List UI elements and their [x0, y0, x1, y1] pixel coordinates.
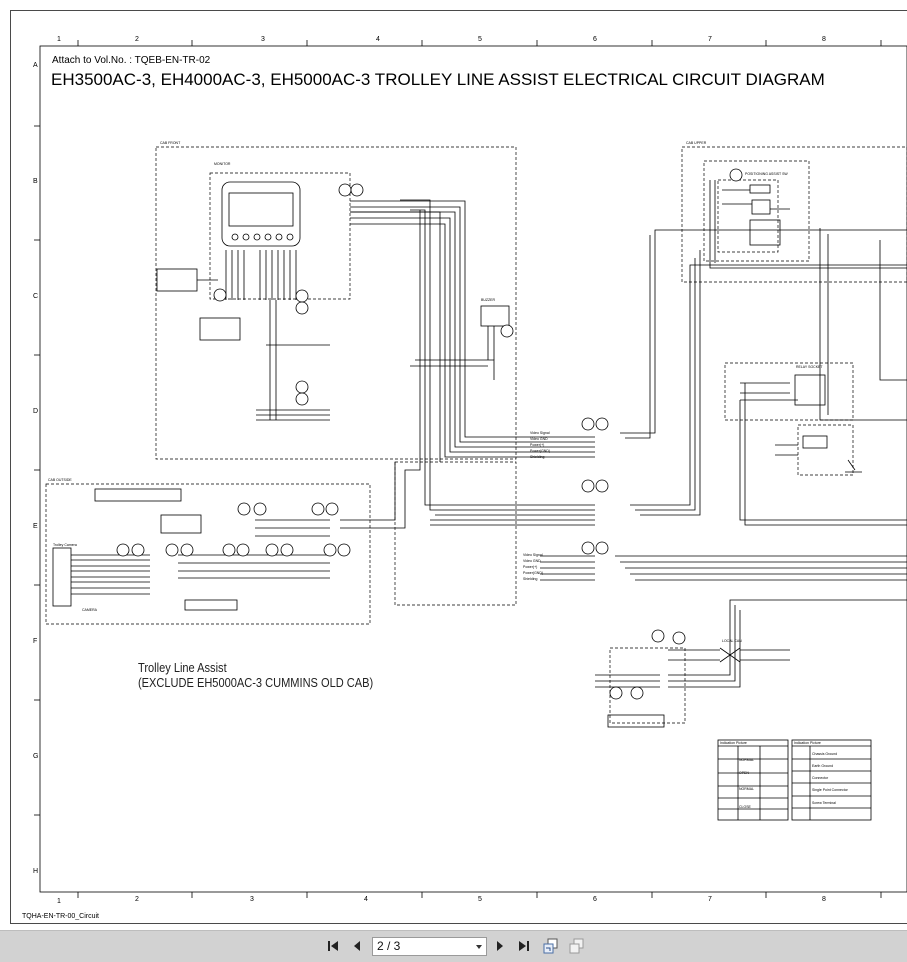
- svg-text:Trolley Camera: Trolley Camera: [53, 543, 77, 547]
- last-page-button[interactable]: [515, 937, 533, 955]
- grid-col-5: 5: [478, 36, 482, 43]
- svg-text:Shielding: Shielding: [530, 455, 544, 459]
- svg-text:Connector: Connector: [812, 776, 829, 780]
- next-page-icon: [497, 941, 503, 951]
- svg-text:Shielding: Shielding: [523, 577, 537, 581]
- svg-text:MONITOR: MONITOR: [214, 162, 231, 166]
- fit-page-button[interactable]: [542, 937, 560, 955]
- svg-text:Power(GND): Power(GND): [530, 449, 550, 453]
- grid-col-3: 3: [261, 36, 265, 43]
- volume-reference: Attach to Vol.No. : TQEB-EN-TR-02: [52, 55, 211, 66]
- svg-text:Video Signal: Video Signal: [530, 431, 550, 435]
- svg-text:CAB FRONT: CAB FRONT: [160, 141, 181, 145]
- grid-col-2: 2: [135, 36, 139, 43]
- fit-page-icon: [543, 938, 558, 954]
- grid-row-e: E: [33, 523, 38, 530]
- grid-col-6: 6: [593, 36, 597, 43]
- svg-text:Power(+): Power(+): [523, 565, 537, 569]
- grid-col-4-bottom: 4: [364, 896, 368, 903]
- grid-col-2-bottom: 2: [135, 896, 139, 903]
- svg-text:CAMERA: CAMERA: [82, 608, 98, 612]
- previous-page-icon: [354, 941, 360, 951]
- grid-col-8: 8: [822, 36, 826, 43]
- grid-col-3-bottom: 3: [250, 896, 254, 903]
- grid-row-a: A: [33, 62, 38, 69]
- grid-col-1-bottom: 1: [57, 898, 61, 905]
- svg-text:Single Point Connector: Single Point Connector: [812, 788, 849, 792]
- page-indicator: 2 / 3: [377, 939, 401, 953]
- grid-row-c: C: [33, 293, 39, 300]
- first-page-button[interactable]: [324, 937, 342, 955]
- svg-text:POSITIONING ASSIST SW: POSITIONING ASSIST SW: [745, 172, 788, 176]
- page-selector[interactable]: 2 / 3: [372, 937, 487, 956]
- svg-text:Power(GND): Power(GND): [523, 571, 543, 575]
- grid-col-8-bottom: 8: [822, 896, 826, 903]
- svg-text:Indication Picture: Indication Picture: [794, 741, 821, 745]
- svg-text:Earth Ground: Earth Ground: [812, 764, 833, 768]
- caption-line-1: Trolley Line Assist: [138, 660, 227, 675]
- circuit-diagram: CAB FRONT CAB UPPER CAB OUTSIDE MONITOR …: [34, 40, 907, 898]
- svg-text:Video Signal: Video Signal: [523, 553, 543, 557]
- first-page-icon: [328, 941, 338, 951]
- svg-text:Video GND: Video GND: [523, 559, 541, 563]
- grid-row-g: G: [33, 753, 39, 760]
- previous-page-button[interactable]: [348, 937, 366, 955]
- grid-col-7: 7: [708, 36, 712, 43]
- grid-col-1: 1: [57, 36, 61, 43]
- document-id: TQHA-EN-TR-00_Circuit: [22, 913, 100, 920]
- caption-line-2: (EXCLUDE EH5000AC-3 CUMMINS OLD CAB): [138, 675, 374, 690]
- grid-col-7-bottom: 7: [708, 896, 712, 903]
- diagram-caption: Trolley Line Assist (EXCLUDE EH5000AC-3 …: [138, 660, 373, 690]
- svg-text:RELAY SOCKET: RELAY SOCKET: [796, 365, 823, 369]
- svg-text:BUZZER: BUZZER: [481, 298, 495, 302]
- chevron-down-icon: [476, 945, 482, 949]
- fit-width-icon: [569, 938, 584, 954]
- svg-text:LOCAL CAN: LOCAL CAN: [722, 639, 742, 643]
- svg-text:NORMAL: NORMAL: [739, 787, 754, 791]
- grid-col-4: 4: [376, 36, 380, 43]
- grid-row-d: D: [33, 408, 39, 415]
- svg-text:CLOSE: CLOSE: [739, 805, 752, 809]
- fit-width-button[interactable]: [568, 937, 586, 955]
- svg-text:CAB UPPER: CAB UPPER: [686, 141, 707, 145]
- grid-row-f: F: [33, 638, 38, 645]
- drawing-sheet: CAB FRONT CAB UPPER CAB OUTSIDE MONITOR …: [0, 0, 907, 930]
- svg-text:Chassis Ground: Chassis Ground: [812, 752, 837, 756]
- grid-col-6-bottom: 6: [593, 896, 597, 903]
- svg-text:OPEN: OPEN: [739, 771, 749, 775]
- svg-text:Video GND: Video GND: [530, 437, 548, 441]
- diagram-title: EH3500AC-3, EH4000AC-3, EH5000AC-3 TROLL…: [51, 70, 825, 89]
- viewer-toolbar: 2 / 3: [0, 930, 907, 962]
- last-page-icon: [519, 941, 529, 951]
- next-page-button[interactable]: [491, 937, 509, 955]
- svg-text:Indication Picture: Indication Picture: [720, 741, 747, 745]
- svg-text:CAB OUTSIDE: CAB OUTSIDE: [48, 478, 72, 482]
- svg-text:Screw Terminal: Screw Terminal: [812, 801, 836, 805]
- svg-text:NORMAL: NORMAL: [739, 758, 754, 762]
- sheet-border: [10, 10, 907, 924]
- grid-col-5-bottom: 5: [478, 896, 482, 903]
- grid-row-b: B: [33, 178, 38, 185]
- grid-row-h: H: [33, 868, 39, 875]
- svg-text:Power(+): Power(+): [530, 443, 544, 447]
